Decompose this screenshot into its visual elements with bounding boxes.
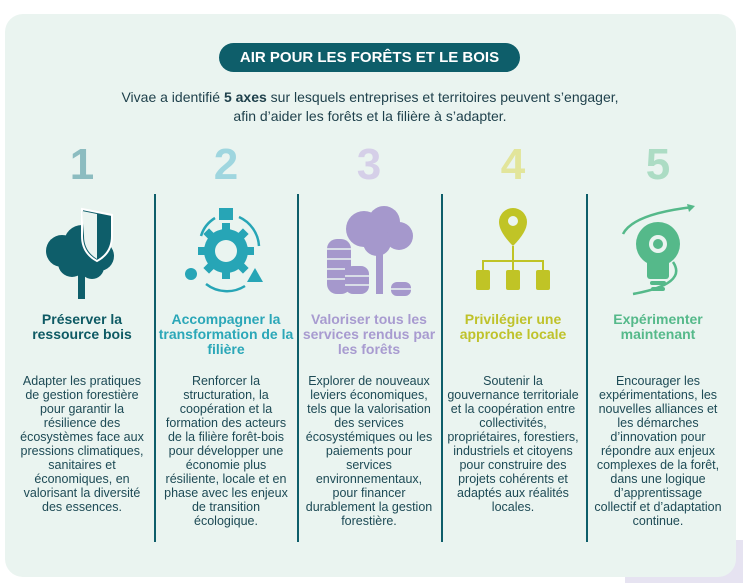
axis-description: Encourager les expérimentations, les nou… [594, 374, 722, 528]
intro-before: Vivae a identifié [121, 89, 224, 105]
page-title: AIR POUR LES FORÊTS ET LE BOIS [219, 43, 520, 72]
axis-description: Adapter les pratiques de gestion foresti… [20, 374, 144, 514]
divider [441, 194, 443, 542]
axis-number: 5 [645, 140, 671, 189]
gear-cycle-icon [154, 196, 298, 306]
axis-title: Préserver la ressource bois [32, 311, 132, 342]
axis-column-1: 1 Préserver la ressource bois Adapter le… [10, 140, 154, 514]
axis-title: Accompagner la transformation de la fili… [158, 311, 294, 357]
intro-after: sur lesquels entreprises et territoires … [266, 89, 619, 105]
axis-column-2: 2 Accompagner la transformation de la fi… [154, 140, 298, 528]
intro-line2: afin d’aider les forêts et la filière à … [233, 108, 507, 124]
intro-text: Vivae a identifié 5 axes sur lesquels en… [60, 88, 680, 126]
tree-shield-icon [10, 196, 154, 306]
lightbulb-gear-icon [586, 196, 730, 306]
divider [586, 194, 588, 542]
axis-column-5: 5 Expérimenter maintenant Encourager les… [586, 140, 730, 528]
axis-number: 4 [500, 140, 526, 189]
axis-description: Explorer de nouveaux leviers économiques… [305, 374, 433, 528]
tree-coins-icon [297, 196, 441, 306]
location-network-icon [441, 196, 585, 306]
intro-bold: 5 axes [223, 89, 267, 105]
axis-title: Privilégier une approche locale [459, 311, 567, 342]
axis-column-3: 3 Valoriser tous les services rendus par… [297, 140, 441, 528]
axis-number: 1 [69, 140, 95, 189]
divider [297, 194, 299, 542]
axis-number: 3 [356, 140, 382, 189]
axis-description: Soutenir la gouvernance territoriale et … [447, 374, 579, 514]
divider [154, 194, 156, 542]
axis-title: Expérimenter maintenant [613, 311, 703, 342]
axis-column-4: 4 Privilégier une approche locale Souten… [441, 140, 585, 514]
axis-description: Renforcer la structuration, la coopérati… [164, 374, 288, 528]
axis-number: 2 [213, 140, 239, 189]
infographic-card [5, 14, 736, 577]
axis-title: Valoriser tous les services rendus par l… [302, 311, 436, 357]
